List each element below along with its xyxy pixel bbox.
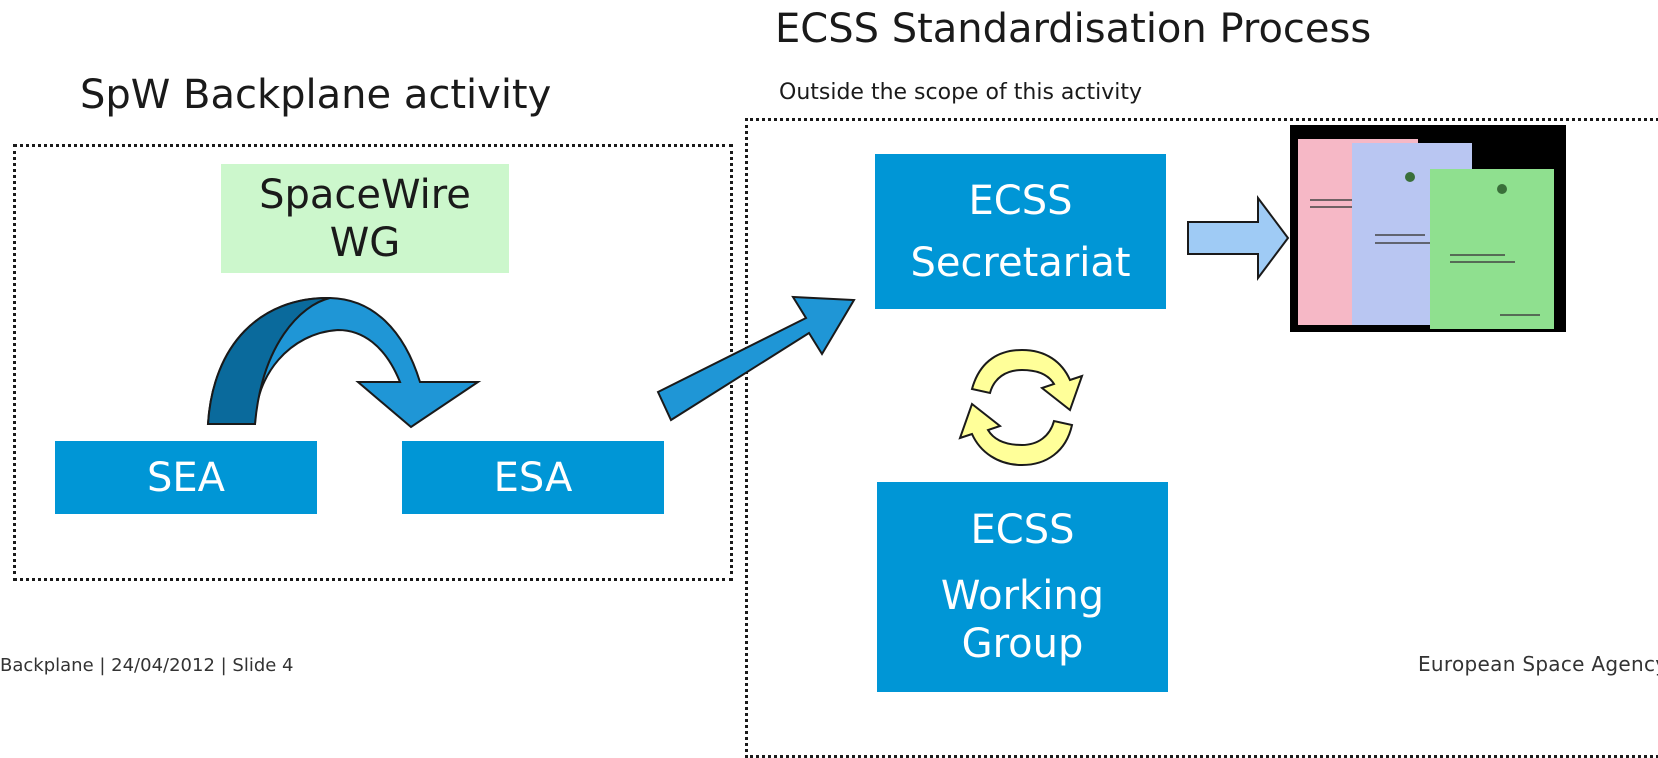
footer-slide-info: Backplane | 24/04/2012 | Slide 4 [0, 655, 294, 676]
working-group-line2: Working [940, 573, 1105, 619]
green-document [1430, 169, 1554, 329]
esa-label: ESA [493, 454, 573, 501]
secretariat-line2: Secretariat [910, 239, 1131, 286]
spw-backplane-title: SpW Backplane activity [80, 72, 552, 118]
cycle-arrow-bottom [958, 402, 1074, 467]
activity-to-secretariat-arrow [656, 295, 856, 422]
working-group-line1: ECSS [970, 507, 1075, 553]
spacewire-wg-line1: SpaceWire [259, 171, 471, 218]
sea-box: SEA [55, 441, 317, 514]
ecss-process-title: ECSS Standardisation Process [775, 6, 1372, 52]
ecss-working-group-box: ECSS Working Group [877, 482, 1168, 692]
spacewire-wg-line2: WG [329, 219, 401, 266]
curved-arrow-shade [206, 296, 331, 425]
documents-illustration [1290, 125, 1566, 332]
cycle-arrow-top [970, 348, 1084, 412]
scope-subtitle: Outside the scope of this activity [779, 80, 1142, 105]
ecss-secretariat-box: ECSS Secretariat [875, 154, 1166, 309]
working-group-line3: Group [961, 621, 1084, 667]
secretariat-line1: ECSS [968, 177, 1073, 224]
diagram-arrows [206, 195, 1290, 467]
secretariat-to-documents-arrow [1187, 195, 1290, 281]
sea-label: SEA [146, 454, 226, 501]
ecss-standards-documents-image [1290, 125, 1566, 332]
esa-box: ESA [402, 441, 664, 514]
spacewire-wg-box: SpaceWire WG [221, 164, 509, 273]
footer-organisation: European Space Agency [1418, 652, 1658, 676]
